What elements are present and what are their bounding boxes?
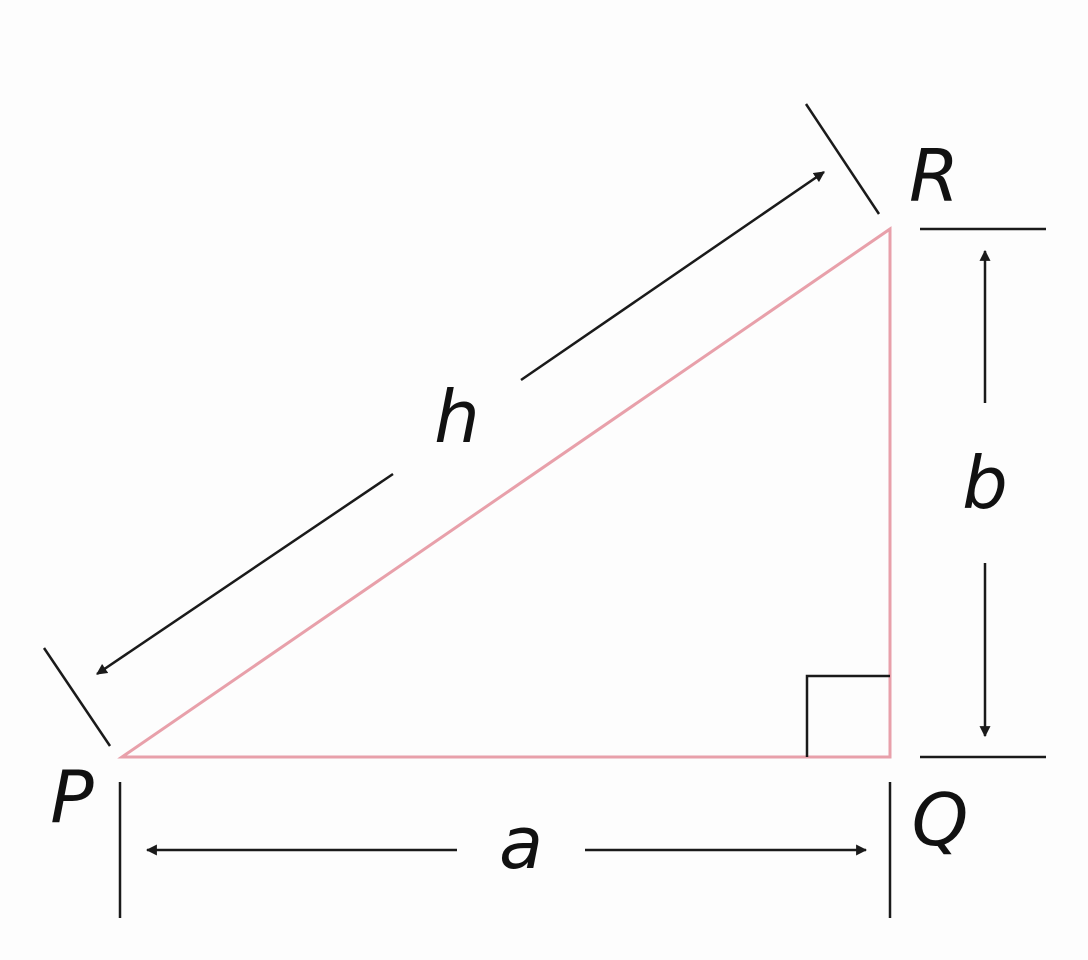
hypotenuse-tick-p (42, 647, 112, 747)
right-angle-marker (805, 674, 890, 757)
hypotenuse-arrow-lower (96, 472, 394, 676)
triangle-pqr (117, 226, 892, 759)
height-label: b (962, 441, 1008, 525)
vertex-label-q: Q (912, 778, 969, 862)
vertex-label-r: R (909, 134, 959, 218)
hypotenuse-arrow-upper (520, 170, 825, 382)
vertex-label-p: P (50, 755, 94, 839)
hypotenuse-tick-r (804, 103, 881, 215)
hypotenuse-label: h (434, 375, 480, 459)
base-label: a (499, 801, 543, 885)
